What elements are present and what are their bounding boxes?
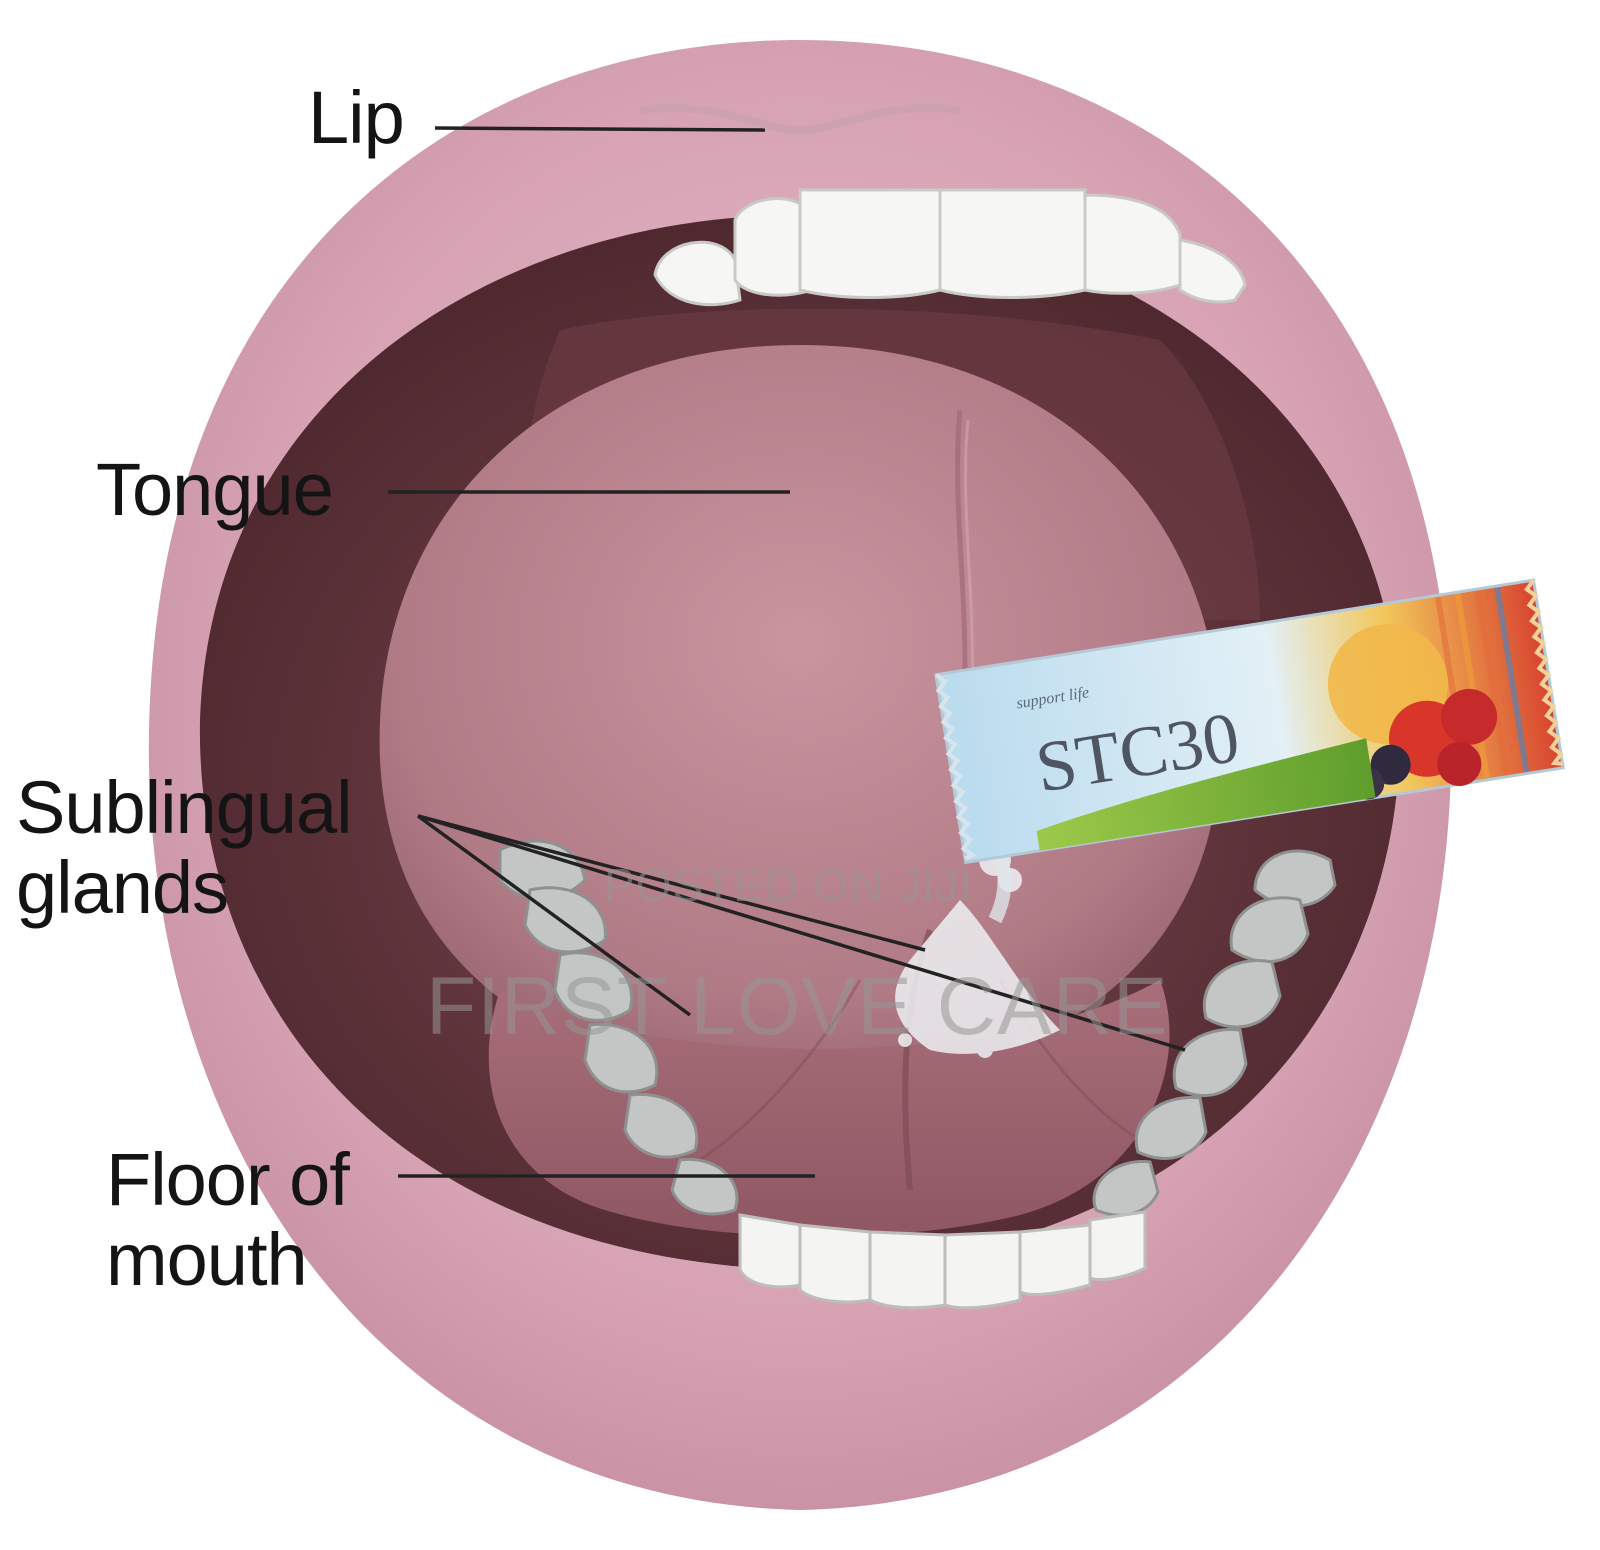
stc30-sachet: support life STC30 bbox=[934, 578, 1565, 865]
label-floor-line1: Floor of bbox=[106, 1138, 350, 1221]
watermark-brand: FIRST LOVE CARE bbox=[426, 961, 1169, 1052]
lower-teeth-right bbox=[1092, 849, 1337, 1217]
upper-teeth bbox=[653, 188, 1247, 307]
label-lip: Lip bbox=[308, 76, 405, 159]
label-tongue-text: Tongue bbox=[96, 448, 334, 531]
label-floor-line2: mouth bbox=[106, 1218, 308, 1301]
label-sublingual-line2: glands bbox=[16, 846, 229, 929]
watermark-posted-on: POSTED ON JIJI bbox=[604, 859, 974, 911]
lower-teeth-left bbox=[498, 839, 739, 1216]
leader-lines bbox=[388, 126, 1186, 1178]
label-tongue: Tongue bbox=[96, 448, 334, 531]
lower-front-teeth bbox=[738, 1210, 1147, 1310]
label-sublingual-line1: Sublingual bbox=[16, 766, 353, 849]
label-floor-of-mouth: Floor of mouth bbox=[106, 1138, 350, 1301]
label-sublingual-glands: Sublingual glands bbox=[16, 766, 353, 929]
label-lip-text: Lip bbox=[308, 76, 405, 159]
